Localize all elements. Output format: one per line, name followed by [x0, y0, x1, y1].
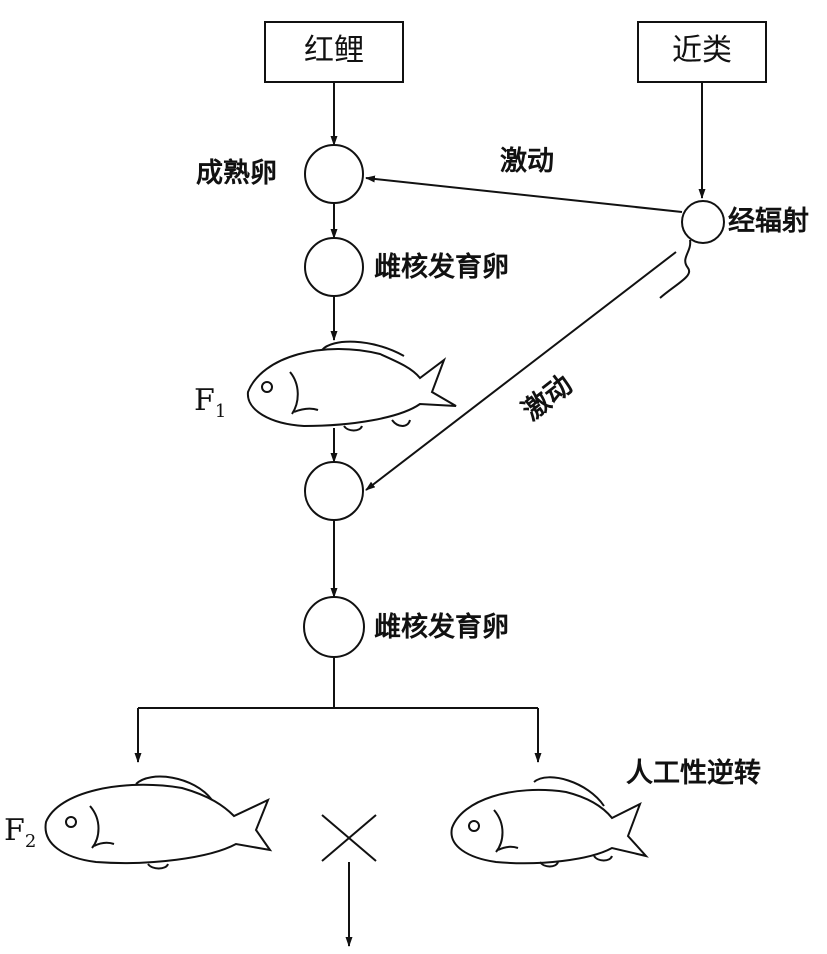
f1-subscript: 1 — [214, 401, 227, 422]
box-red-carp-label: 红鲤 — [304, 33, 364, 68]
circle-gyno-egg-1 — [304, 237, 364, 297]
sex-reversal-label: 人工性逆转 — [626, 758, 761, 789]
gyno-egg-label-1: 雌核发育卵 — [374, 252, 509, 283]
arrow-stimulate-to-mature-egg — [365, 175, 683, 213]
circle-gyno-egg-2 — [303, 596, 365, 658]
f1-label: F1 — [194, 386, 226, 421]
f2-subscript: 2 — [24, 831, 37, 852]
cross-icon — [321, 814, 377, 862]
f2-letter: F — [4, 813, 25, 848]
gyno-egg-label-2: 雌核发育卵 — [374, 612, 509, 643]
f1-letter: F — [194, 383, 215, 418]
stimulate-label-1: 激动 — [500, 146, 554, 177]
fish-icon — [450, 776, 649, 868]
irradiated-label: 经辐射 — [728, 206, 809, 237]
f2-label: F2 — [4, 816, 36, 851]
circle-f1-egg — [304, 461, 364, 521]
mature-egg-label: 成熟卵 — [196, 158, 277, 189]
fish-icon — [246, 340, 457, 432]
fish-icon — [44, 775, 273, 870]
circle-mature-egg — [304, 144, 364, 204]
box-related-species-label: 近类 — [672, 33, 732, 68]
sperm-icon — [659, 200, 725, 299]
arrow-stimulate-to-f1-egg — [365, 251, 677, 491]
